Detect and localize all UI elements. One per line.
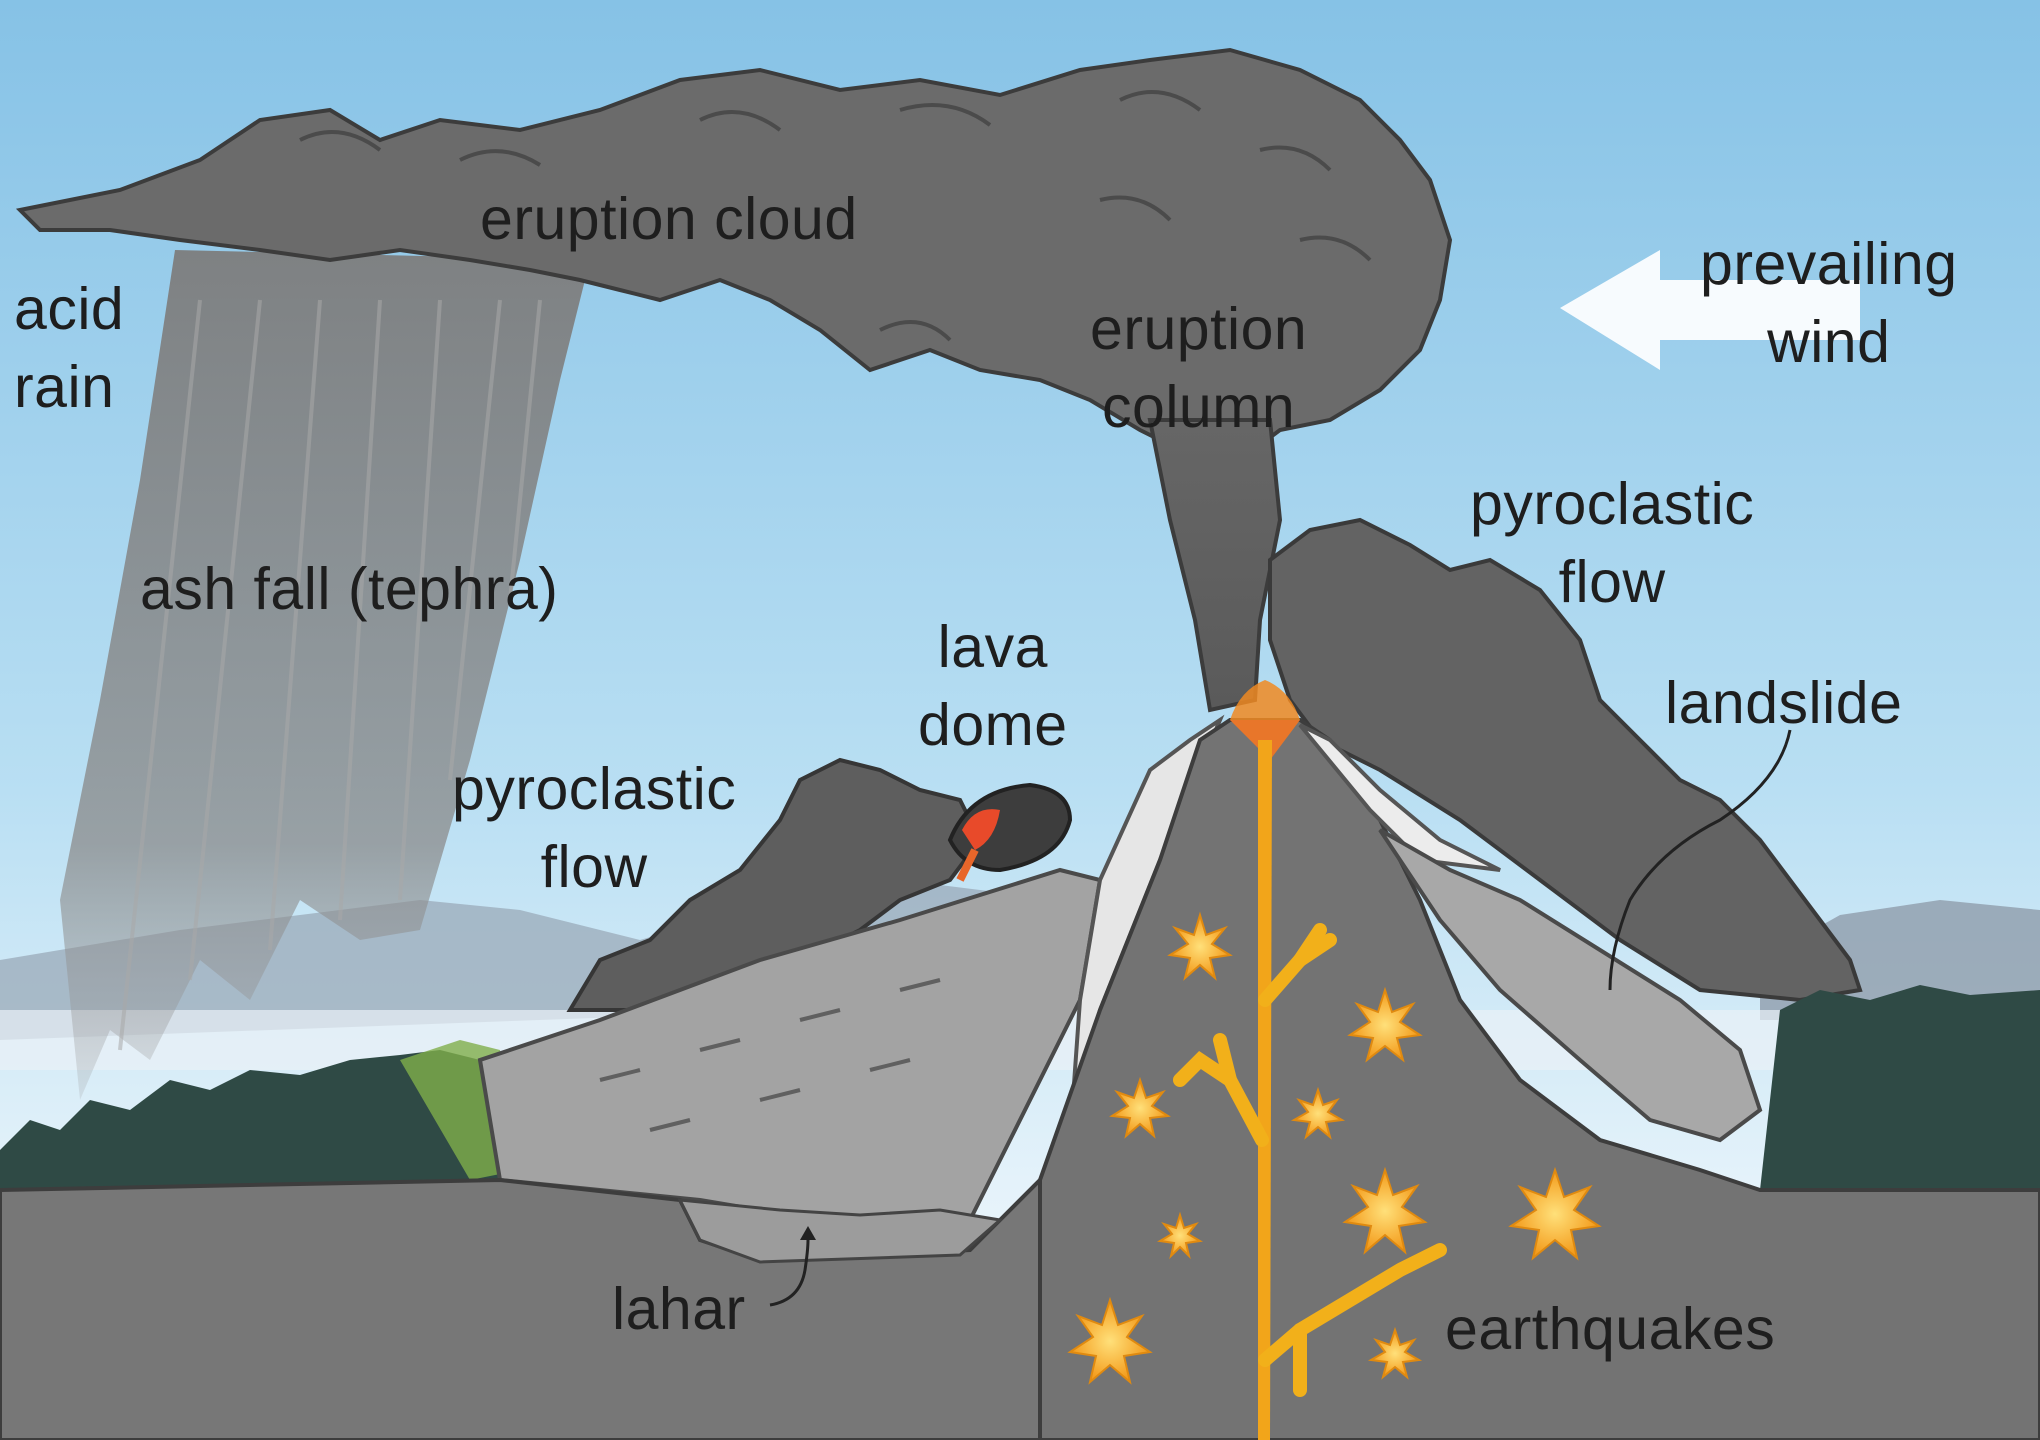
label-pyroclastic-flow-left-line1: pyroclastic — [452, 756, 737, 822]
label-eruption-column: eruption column — [1090, 290, 1307, 446]
earthquake-marker — [1508, 1166, 1602, 1261]
earthquake-marker — [1347, 986, 1423, 1063]
label-prevailing-wind-line2: wind — [1767, 309, 1891, 375]
lava-dome-shape — [947, 782, 1073, 882]
label-lahar: lahar — [612, 1270, 746, 1348]
label-lava-dome-line2: dome — [918, 692, 1068, 758]
prevailing-wind-arrow — [1560, 250, 1860, 370]
label-landslide-text: landslide — [1665, 670, 1903, 736]
earthquake-marker — [1157, 1211, 1203, 1260]
label-acid-rain-line2: rain — [14, 354, 115, 420]
eruption-cloud-shape — [15, 47, 1453, 483]
magma-dikes — [1173, 923, 1447, 1397]
magma-conduit — [1258, 740, 1272, 1440]
volcano-right-snow — [1298, 723, 1501, 872]
label-acid-rain-line1: acid — [14, 276, 125, 342]
ash-fall-curtain — [60, 250, 590, 1100]
ground — [0, 1175, 1042, 1440]
earthquake-markers — [1067, 911, 1602, 1385]
lahar-leader — [769, 1239, 810, 1307]
label-pyroclastic-flow-right-line1: pyroclastic — [1470, 471, 1755, 537]
label-pyroclastic-flow-right-line2: flow — [1558, 549, 1666, 615]
label-prevailing-wind-line1: prevailing — [1700, 231, 1958, 297]
pyroclastic-flow-right-shape — [1268, 517, 1863, 1003]
label-earthquakes: earthquakes — [1445, 1290, 1775, 1368]
label-earthquakes-text: earthquakes — [1445, 1296, 1776, 1362]
label-ash-fall-text: ash fall (tephra) — [140, 556, 559, 622]
label-landslide: landslide — [1665, 664, 1902, 742]
forest-right — [1760, 985, 2040, 1190]
earthquake-marker — [1167, 911, 1233, 981]
label-pyroclastic-flow-left-line2: flow — [540, 834, 648, 900]
label-eruption-column-line1: eruption — [1090, 296, 1308, 362]
label-lava-dome-line1: lava — [937, 614, 1048, 680]
label-lava-dome: lava dome — [918, 608, 1068, 764]
earthquake-marker — [1342, 1166, 1428, 1255]
earthquake-marker — [1367, 1326, 1423, 1380]
label-lahar-text: lahar — [612, 1276, 746, 1342]
earthquake-marker — [1109, 1076, 1171, 1139]
forest-left — [0, 1050, 500, 1190]
label-prevailing-wind: prevailing wind — [1700, 225, 1958, 381]
label-ash-fall: ash fall (tephra) — [140, 550, 558, 628]
label-pyroclastic-flow-right: pyroclastic flow — [1470, 465, 1754, 621]
label-eruption-cloud: eruption cloud — [480, 180, 858, 258]
landslide-deposit — [1378, 828, 1763, 1143]
label-acid-rain: acid rain — [14, 270, 124, 426]
label-pyroclastic-flow-left: pyroclastic flow — [452, 750, 736, 906]
label-eruption-cloud-text: eruption cloud — [480, 186, 858, 252]
earthquake-marker — [1067, 1296, 1153, 1385]
label-eruption-column-line2: column — [1102, 374, 1296, 440]
landslide-leader — [1608, 729, 1792, 991]
earthquake-marker — [1290, 1086, 1346, 1140]
lahar-channel — [677, 1198, 1004, 1264]
